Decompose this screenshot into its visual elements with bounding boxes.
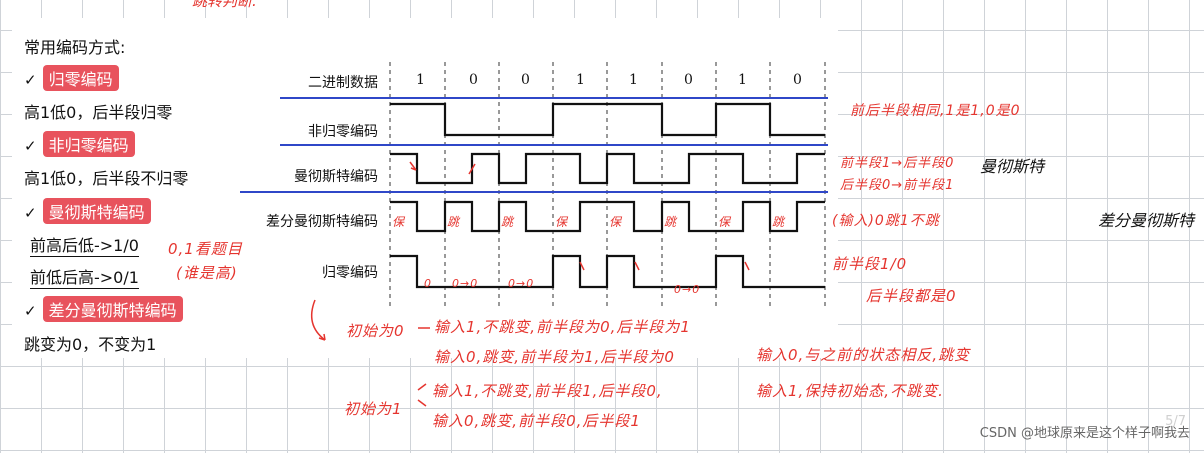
pill-rz: 归零编码	[42, 65, 119, 91]
bit-6: 1	[738, 72, 747, 88]
left-note-1: 0,1看题目	[168, 240, 243, 258]
heading: 常用编码方式:	[24, 38, 126, 57]
diff-mark-7: 跳	[772, 215, 786, 229]
rz-mark-3: 0→0	[674, 283, 701, 296]
separator-lines	[240, 97, 828, 193]
bit-0: 1	[416, 72, 425, 88]
desc-rz: 高1低0，后半段归零	[24, 103, 173, 122]
item-rz: ✓ 归零编码	[24, 65, 119, 91]
item-manchester: ✓ 曼彻斯特编码	[24, 198, 151, 224]
init1-prefix: 初始为1	[344, 400, 403, 418]
nrz-wave	[390, 102, 825, 137]
diff-side-label: 差分曼彻斯特	[1098, 211, 1195, 230]
init0-line-2: 输入0,跳变,前半段为1,后半段为0	[434, 348, 675, 366]
check-icon: ✓	[24, 137, 37, 155]
diff-mark-0: 保	[392, 215, 406, 229]
row-label-rz: 归零编码	[322, 265, 378, 281]
red-marks	[310, 161, 750, 407]
diff-mark-5: 跳	[664, 215, 678, 229]
pill-nrz: 非归零编码	[42, 131, 135, 157]
rz-mark-2: 0→0	[508, 277, 535, 290]
rz-note-2: 后半段都是0	[866, 287, 957, 305]
manchester-wave	[390, 152, 825, 185]
row-label-binary: 二进制数据	[308, 75, 378, 91]
manchester-side-label: 曼彻斯特	[980, 157, 1045, 176]
rz-mark-1: 0→0	[452, 277, 479, 290]
rz-wave	[390, 254, 825, 289]
left-note-2: (谁是高)	[176, 264, 238, 282]
manchester-note-1: 前半段1→后半段0	[840, 156, 955, 171]
check-icon: ✓	[24, 71, 37, 89]
watermark: CSDN @地球原来是这个样子啊我去	[979, 426, 1190, 441]
nrz-note: 前后半段相同,1是1,0是0	[850, 103, 1021, 119]
right-note-2: 输入1,保持初始态,不跳变.	[756, 382, 944, 400]
check-icon: ✓	[24, 204, 37, 222]
right-note-1: 输入0,与之前的状态相反,跳变	[756, 346, 971, 364]
page-number: 5/7	[1165, 414, 1186, 429]
init1-line-2: 输入0,跳变,前半段0,后半段1	[432, 412, 641, 430]
init0-line-1: 输入1,不跳变,前半段为0,后半段为1	[434, 318, 691, 336]
pill-manchester: 曼彻斯特编码	[42, 198, 151, 224]
check-icon: ✓	[24, 302, 37, 320]
diff-mark-2: 跳	[501, 215, 515, 229]
desc-nrz: 高1低0，后半段不归零	[24, 169, 189, 188]
bit-1: 0	[469, 72, 478, 88]
bit-5: 0	[684, 72, 693, 88]
pill-diff-manchester: 差分曼彻斯特编码	[42, 296, 183, 322]
desc-manchester-2: 前低后高->0/1	[30, 264, 139, 289]
row-label-manchester: 曼彻斯特编码	[294, 169, 378, 185]
bit-7: 0	[793, 72, 802, 88]
diff-manchester-wave	[390, 200, 825, 233]
init1-line-1: 输入1,不跳变,前半段1,后半段0,	[432, 382, 663, 400]
diff-mark-4: 保	[609, 215, 623, 229]
top-scribble: 跳转判断.	[192, 0, 257, 10]
row-label-diff-manchester: 差分曼彻斯特编码	[266, 214, 378, 230]
init0-prefix: 初始为0	[346, 322, 405, 340]
bit-4: 1	[629, 72, 638, 88]
bit-2: 0	[521, 72, 530, 88]
row-label-nrz: 非归零编码	[308, 124, 378, 140]
rz-mark-0: 0	[424, 277, 432, 290]
manchester-note-2: 后半段0→前半段1	[840, 178, 955, 193]
diff-note: (输入)0跳1不跳	[832, 213, 940, 229]
diff-mark-3: 保	[555, 215, 569, 229]
diff-mark-1: 跳	[447, 215, 461, 229]
diff-mark-6: 保	[718, 215, 732, 229]
item-diff-manchester: ✓ 差分曼彻斯特编码	[24, 296, 183, 322]
item-nrz: ✓ 非归零编码	[24, 131, 135, 157]
desc-diff-manchester: 跳变为0，不变为1	[24, 335, 157, 354]
desc-manchester-1: 前高后低->1/0	[30, 232, 139, 257]
bit-3: 1	[576, 72, 585, 88]
rz-note-1: 前半段1/0	[832, 255, 908, 273]
